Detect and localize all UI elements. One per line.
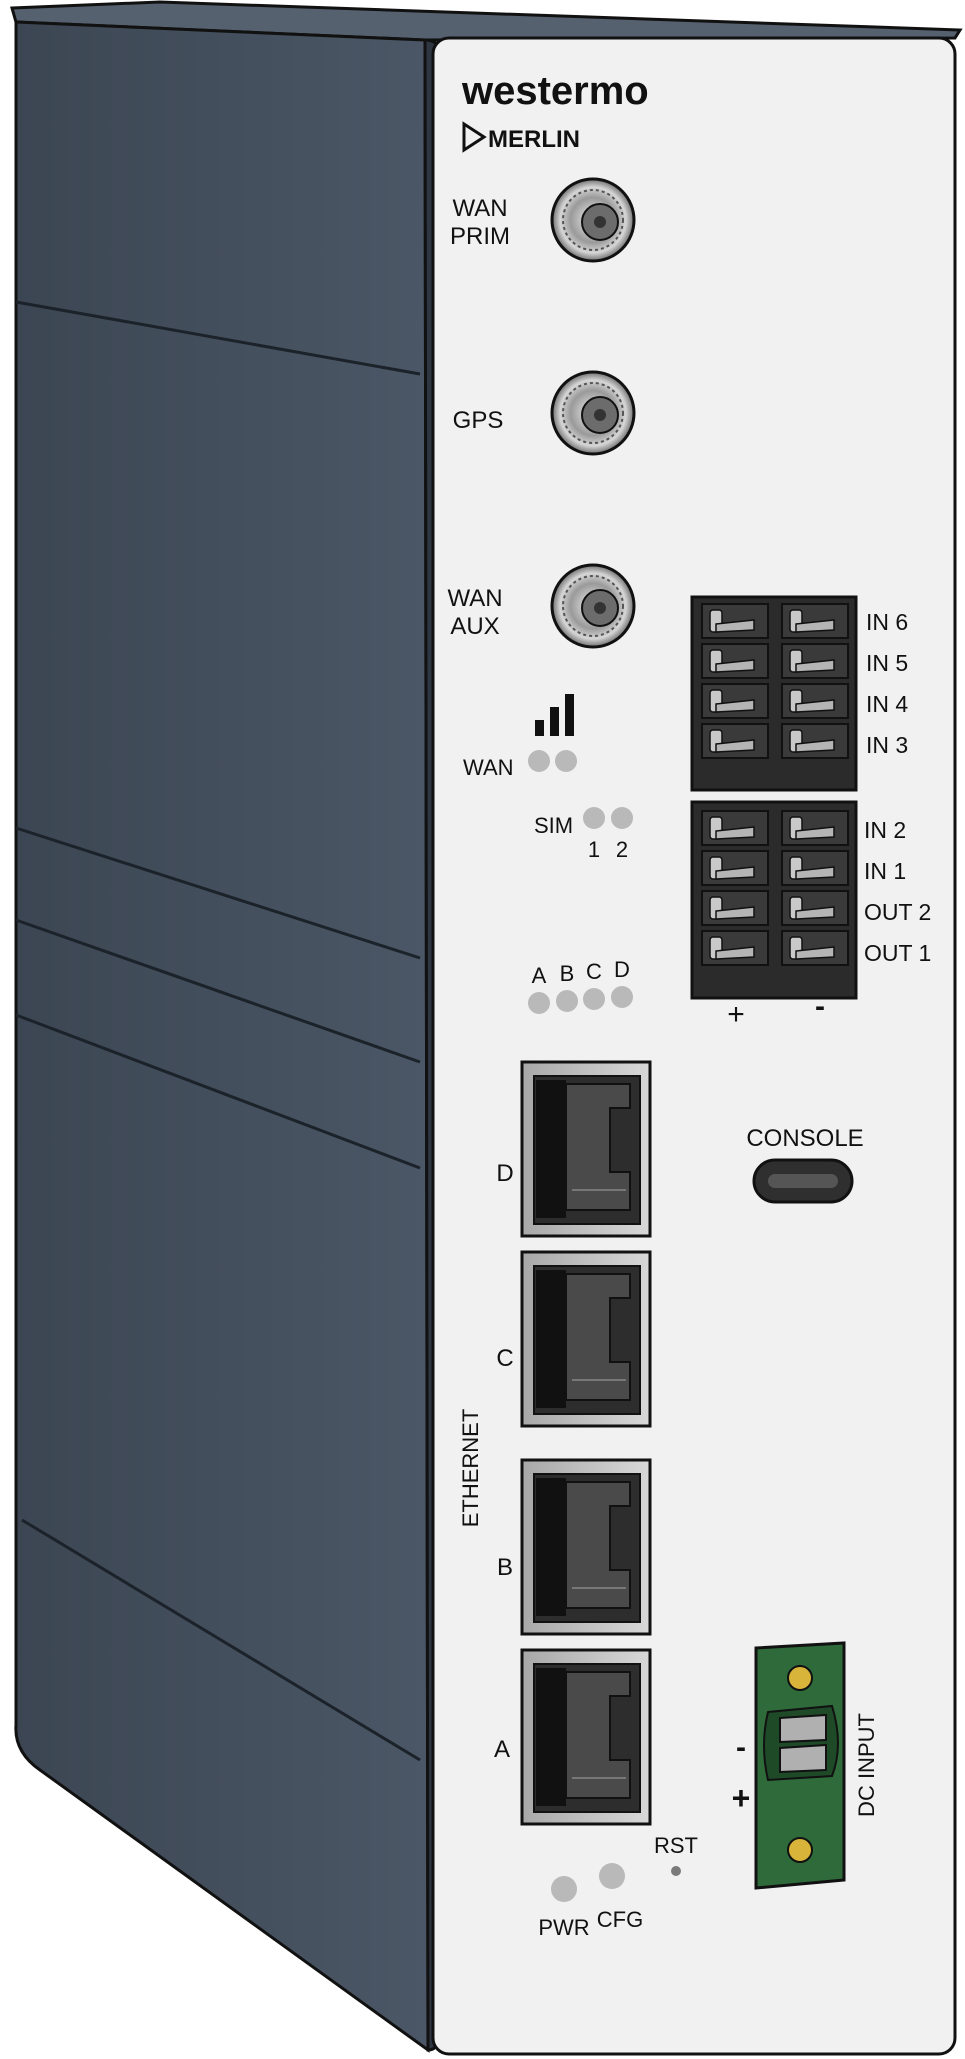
antenna-gps[interactable] [550, 370, 636, 456]
pwr-label: PWR [538, 1915, 589, 1940]
terminal-block-inputs-upper[interactable] [690, 595, 858, 792]
out2-label: OUT 2 [864, 899, 931, 925]
io-minus-label: - [815, 990, 825, 1023]
in5-label: IN 5 [866, 650, 908, 676]
upper-terminal-3-1[interactable] [781, 723, 849, 759]
in4-label: IN 4 [866, 691, 908, 717]
lower-terminal-3-1[interactable] [781, 930, 849, 966]
rst-label: RST [654, 1833, 698, 1858]
io-plus-label: + [727, 998, 745, 1031]
antenna-wan-prim[interactable] [550, 177, 636, 263]
wan-led-2 [555, 750, 577, 772]
led-d [611, 986, 633, 1008]
in6-label: IN 6 [866, 609, 908, 635]
lower-terminal-2-1[interactable] [781, 890, 849, 926]
in3-label: IN 3 [866, 732, 908, 758]
dc-input-terminal[interactable] [754, 1641, 846, 1890]
wan-aux-label-2: AUX [450, 613, 499, 640]
sim-led-label: SIM [534, 813, 573, 838]
lower-terminal-1-1[interactable] [781, 850, 849, 886]
ethernet-c-label: C [496, 1345, 513, 1372]
led-c [583, 988, 605, 1010]
dc-screw-top [787, 1665, 813, 1691]
out1-label: OUT 1 [864, 940, 931, 966]
led-a [528, 992, 550, 1014]
upper-terminal-1-1[interactable] [781, 643, 849, 679]
in1-label: IN 1 [864, 858, 906, 884]
upper-terminal-2-1[interactable] [781, 683, 849, 719]
wan-prim-label-1: WAN [452, 195, 507, 222]
console-label: CONSOLE [746, 1125, 863, 1152]
upper-terminal-0-0[interactable] [701, 603, 769, 639]
ethernet-port-a[interactable] [520, 1648, 652, 1826]
dc-minus-label: - [736, 1731, 746, 1764]
wan-led-label: WAN [463, 755, 514, 780]
dc-plus-label: + [732, 1780, 751, 1816]
lower-terminal-1-0[interactable] [701, 850, 769, 886]
wan-prim-label-2: PRIM [450, 223, 510, 250]
upper-terminal-0-1[interactable] [781, 603, 849, 639]
cfg-led [599, 1863, 625, 1889]
antenna-wan-aux[interactable] [550, 563, 636, 649]
ethernet-ports [520, 1060, 652, 1826]
upper-terminal-2-0[interactable] [701, 683, 769, 719]
lower-terminal-0-1[interactable] [781, 810, 849, 846]
led-b [556, 990, 578, 1012]
ethernet-title: ETHERNET [458, 1409, 483, 1528]
sim-led-1 [583, 807, 605, 829]
lower-terminal-0-0[interactable] [701, 810, 769, 846]
wan-led-1 [528, 750, 550, 772]
ethernet-b-label: B [497, 1554, 513, 1581]
sim-led-2 [611, 807, 633, 829]
led-d-label: D [614, 957, 630, 982]
pwr-led [551, 1876, 577, 1902]
play-triangle-icon [462, 121, 487, 153]
upper-terminal-1-0[interactable] [701, 643, 769, 679]
svg-text:MERLIN: MERLIN [488, 126, 580, 153]
in2-label: IN 2 [864, 817, 906, 843]
led-c-label: C [586, 959, 602, 984]
led-b-label: B [560, 961, 575, 986]
cfg-label: CFG [597, 1907, 643, 1932]
gps-label: GPS [453, 407, 504, 434]
ethernet-d-label: D [496, 1160, 513, 1187]
console-usb-c-port[interactable] [752, 1158, 854, 1204]
upper-terminal-3-0[interactable] [701, 723, 769, 759]
ethernet-port-b[interactable] [520, 1458, 652, 1636]
terminal-block-io-lower[interactable] [690, 800, 858, 1000]
ethernet-port-d[interactable] [520, 1060, 652, 1238]
reset-button[interactable] [671, 1866, 681, 1876]
sim-2-label: 2 [616, 837, 628, 862]
dc-input-title: DC INPUT [854, 1713, 879, 1817]
dc-screw-bottom [787, 1837, 813, 1863]
merlin-logo: MERLIN [462, 121, 580, 153]
led-a-label: A [532, 963, 547, 988]
ethernet-port-c[interactable] [520, 1250, 652, 1428]
brand-logo: westermo [461, 69, 649, 113]
signal-strength-icon [535, 694, 574, 736]
lower-terminal-2-0[interactable] [701, 890, 769, 926]
sim-1-label: 1 [588, 837, 600, 862]
ethernet-a-label: A [494, 1736, 510, 1763]
lower-terminal-3-0[interactable] [701, 930, 769, 966]
wan-aux-label-1: WAN [447, 585, 502, 612]
